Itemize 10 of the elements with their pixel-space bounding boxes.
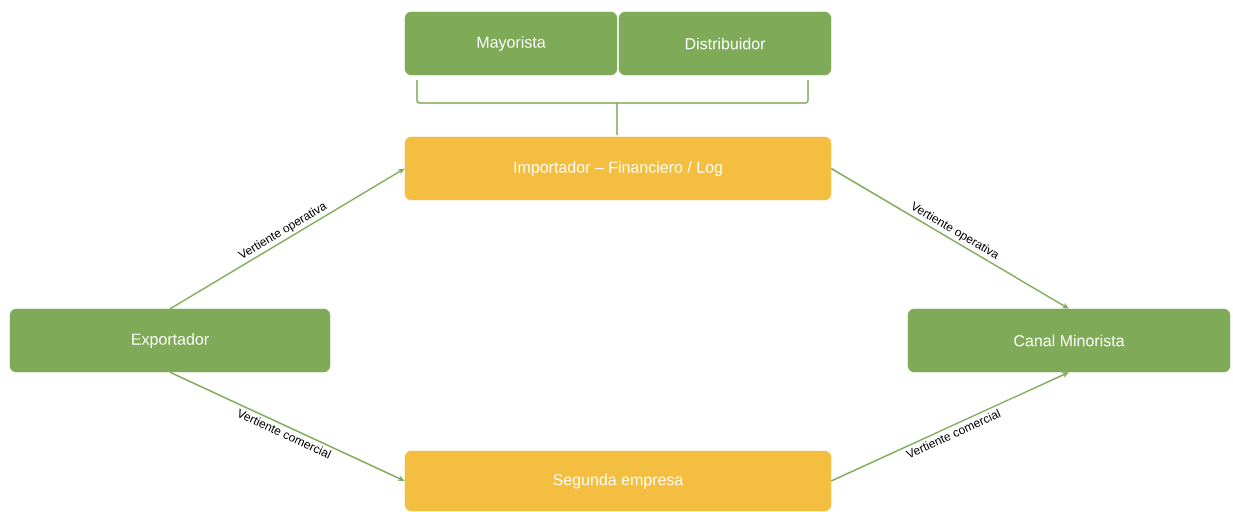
process-box: Distribuidor	[618, 11, 832, 76]
process-box: Mayorista	[404, 11, 618, 76]
process-box: Canal Minorista	[907, 308, 1231, 373]
arrow	[830, 372, 1069, 482]
arrow	[830, 167, 1069, 309]
process-box: Exportador	[9, 308, 331, 373]
arrow	[169, 371, 405, 481]
process-box: Importador – Financiero / Log	[404, 136, 832, 201]
process-box: Segunda empresa	[404, 450, 832, 512]
arrow	[169, 168, 405, 310]
